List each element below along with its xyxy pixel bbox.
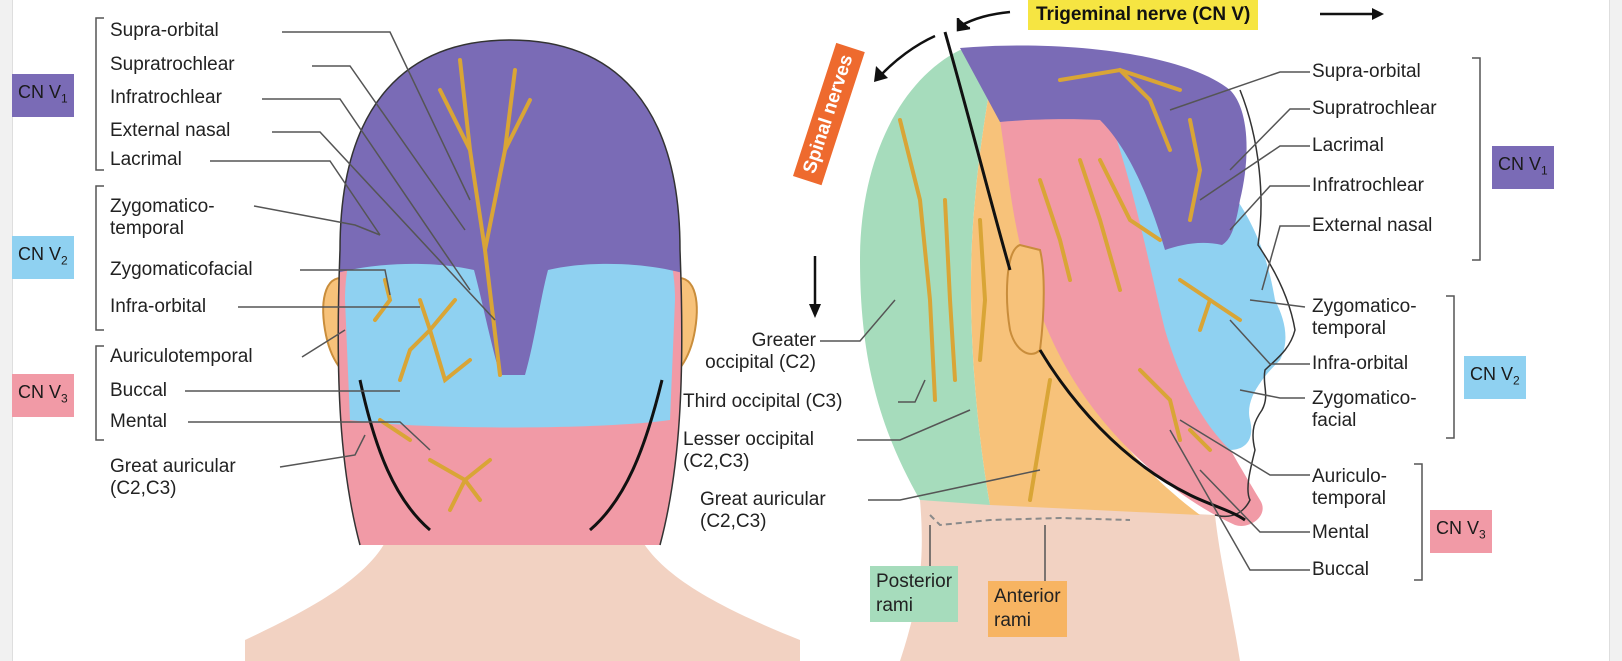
trigeminal-arrow-left-head — [956, 18, 971, 32]
front-label-lacrimal: Lacrimal — [110, 149, 182, 170]
front-label-infra-orbital: Infra-orbital — [110, 296, 207, 317]
front-label-supratrochlear: Supratrochlear — [110, 54, 235, 75]
front-neck — [245, 500, 800, 661]
side-tag-cn-v1: CN V1 — [1492, 146, 1554, 189]
side-boundary-line — [943, 31, 1012, 271]
front-brackets — [95, 17, 104, 441]
right-edge-strip — [1609, 0, 1622, 661]
side-label-supratrochlear: Supratrochlear — [1312, 98, 1437, 119]
side-cervical-zone — [970, 55, 1200, 515]
spinal-arrow-up-head — [874, 66, 888, 82]
side-label-zygomaticotemporal: Zygomatico-temporal — [1312, 296, 1417, 339]
front-head-outline — [337, 39, 683, 546]
side-label-lesser-occipital: Lesser occipital(C2,C3) — [683, 429, 814, 472]
side-label-infra-orbital: Infra-orbital — [1312, 353, 1409, 374]
side-ear — [1006, 243, 1045, 355]
side-label-infratrochlear: Infratrochlear — [1312, 175, 1424, 196]
direction-arrows — [809, 8, 1384, 318]
front-v1-zone — [338, 40, 682, 375]
front-label-infratrochlear: Infratrochlear — [110, 87, 222, 108]
side-jaw-line — [1038, 349, 1246, 522]
side-label-mental: Mental — [1312, 522, 1370, 543]
side-tag-cn-v3: CN V3 — [1430, 510, 1492, 553]
side-label-lacrimal: Lacrimal — [1312, 135, 1384, 156]
front-label-external-nasal: External nasal — [110, 120, 231, 141]
side-rami-divider — [929, 514, 1131, 527]
front-leader-lines — [185, 31, 496, 468]
side-label-buccal: Buccal — [1312, 559, 1370, 580]
trigeminal-title: Trigeminal nerve (CN V) — [1028, 0, 1259, 30]
side-label-great-auricular: Great auricular(C2,C3) — [700, 489, 826, 532]
side-label-external-nasal: External nasal — [1312, 215, 1433, 236]
front-tag-cn-v1: CN V1 — [12, 74, 74, 117]
front-head — [245, 39, 800, 661]
side-face-profile — [1214, 89, 1296, 517]
front-jaw-line-left — [358, 379, 431, 532]
side-tag-cn-v2: CN V2 — [1464, 356, 1526, 399]
front-label-buccal: Buccal — [110, 380, 168, 401]
side-leader-lines — [820, 71, 1310, 581]
front-label-zygomaticotemporal: Zygomatico-temporal — [110, 196, 215, 239]
side-v1-zone — [960, 45, 1247, 250]
side-nerves — [898, 67, 1242, 502]
front-label-mental: Mental — [110, 411, 168, 432]
side-head — [860, 31, 1296, 661]
front-label-auriculotemporal: Auriculotemporal — [110, 346, 253, 367]
front-jaw-line-right — [589, 379, 664, 532]
front-nerves — [373, 58, 532, 512]
spinal-arrow-up — [879, 34, 936, 77]
trigeminal-arrow-right-head — [1372, 8, 1384, 20]
side-label-zygomaticofacial: Zygomatico-facial — [1312, 388, 1417, 431]
side-label-auriculotemporal: Auriculo-temporal — [1312, 466, 1387, 509]
front-tag-cn-v2: CN V2 — [12, 236, 74, 279]
side-v3-zone — [1000, 116, 1263, 526]
front-label-zygomaticofacial: Zygomaticofacial — [110, 259, 253, 280]
front-label-great-auricular: Great auricular(C2,C3) — [110, 456, 236, 499]
side-label-third-occipital: Third occipital (C3) — [683, 391, 843, 412]
front-label-supra-orbital: Supra-orbital — [110, 20, 219, 41]
trigeminal-arrow-left — [959, 10, 1011, 28]
spinal-arrow-down-head — [809, 304, 821, 318]
front-tag-cn-v3: CN V3 — [12, 374, 74, 417]
left-edge-strip — [0, 0, 13, 661]
side-label-supra-orbital: Supra-orbital — [1312, 61, 1421, 82]
side-brackets — [1414, 57, 1481, 581]
side-neck — [900, 500, 1240, 661]
